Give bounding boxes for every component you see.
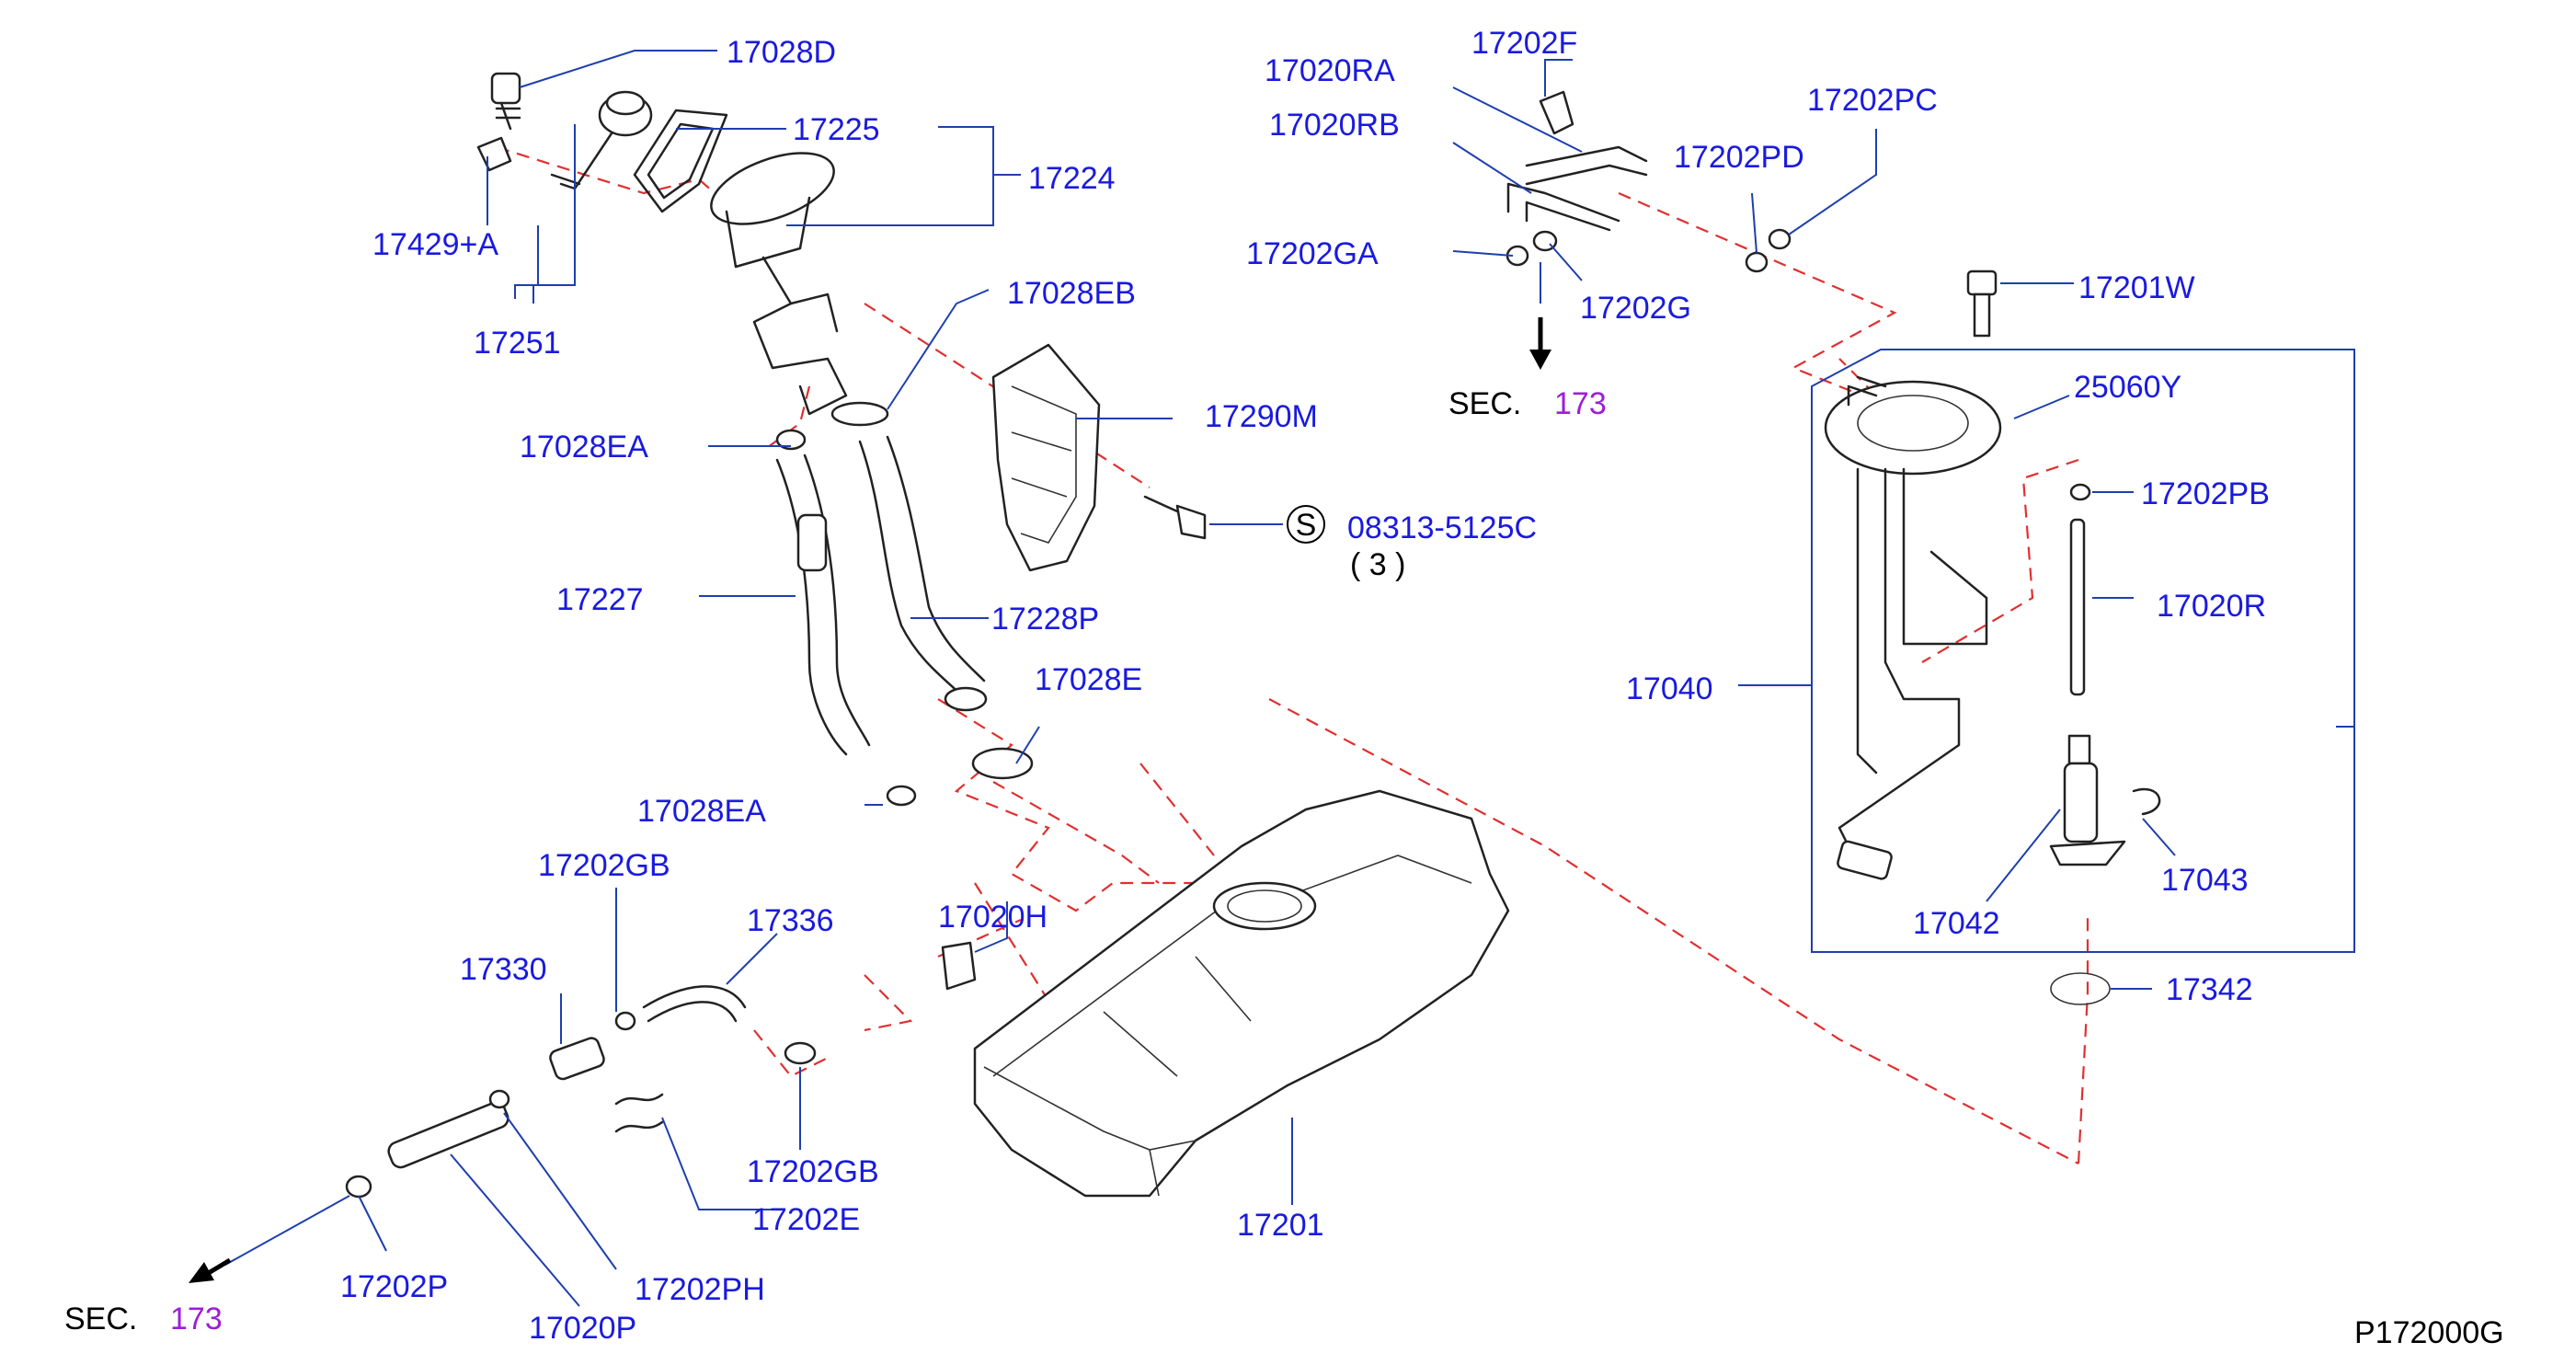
label-17202PH: 17202PH	[635, 1272, 765, 1307]
heat-shield-17290M	[991, 343, 1101, 572]
tube-17020R	[2069, 518, 2086, 696]
standard-part-symbol-circle	[1287, 505, 1325, 544]
hose-17228P	[858, 435, 988, 712]
label-08313-5125C: 08313-5125C	[1347, 510, 1537, 545]
hose-17336	[642, 985, 747, 1023]
clamp-17028E	[971, 747, 1034, 780]
label-17028EB: 17028EB	[1007, 276, 1136, 311]
ring-17043	[2132, 787, 2161, 816]
label-17042: 17042	[1913, 906, 2000, 941]
label-17020R: 17020R	[2157, 589, 2266, 624]
label-25060Y: 25060Y	[2074, 370, 2181, 405]
label-08313-quantity: ( 3 )	[1350, 547, 1405, 582]
part-illustrations	[345, 72, 2355, 1199]
label-17020H: 17020H	[938, 900, 1048, 935]
label-17028D: 17028D	[727, 35, 836, 70]
section-arrows	[189, 317, 1551, 1283]
label-17020P: 17020P	[529, 1311, 636, 1346]
label-17342: 17342	[2166, 972, 2253, 1007]
label-17227: 17227	[556, 582, 644, 617]
label-17202PC: 17202PC	[1807, 83, 1938, 118]
label-17290M: 17290M	[1205, 399, 1318, 434]
clip-17202GB-top	[614, 1011, 636, 1031]
clip-17202PD	[1745, 251, 1769, 273]
label-17202GB-bottom: 17202GB	[747, 1154, 879, 1189]
label-17020RB: 17020RB	[1269, 108, 1400, 143]
label-17202P: 17202P	[340, 1269, 448, 1304]
section-reference-top: SEC. 173	[1448, 386, 1607, 421]
section-number-bottom: 173	[170, 1302, 223, 1336]
drawing-code: P172000G	[2354, 1315, 2504, 1350]
label-17043: 17043	[2161, 863, 2249, 898]
section-reference-bottom: SEC. 173	[64, 1302, 223, 1336]
clamp-17028EA-top	[775, 429, 807, 451]
clip-17202PB	[2069, 483, 2091, 501]
label-17202E: 17202E	[752, 1202, 860, 1237]
part-labels: 17028D 17225 17224 17429+A 17251 17028EB…	[340, 26, 2270, 1346]
clip-17202PH	[488, 1089, 510, 1109]
section-prefix-bottom: SEC.	[64, 1302, 137, 1336]
label-17202G: 17202G	[1580, 291, 1691, 326]
section-prefix-top: SEC.	[1448, 386, 1521, 421]
gasket-17225	[633, 109, 728, 213]
clamp-17028EB	[830, 401, 889, 427]
clamp-17028EA-bottom	[886, 785, 917, 807]
label-17202PB: 17202PB	[2141, 476, 2270, 511]
section-number-top: 173	[1554, 386, 1607, 421]
bolt-17201W	[1966, 270, 1998, 338]
clip-17202P	[345, 1175, 372, 1199]
label-17201W: 17201W	[2078, 270, 2195, 305]
pump-assembly-frame	[1811, 349, 2355, 953]
label-17202PD: 17202PD	[1674, 140, 1804, 175]
filler-neck-17224	[710, 152, 848, 416]
label-17330: 17330	[460, 952, 547, 987]
screw-08313	[1143, 495, 1207, 540]
tube-17020P	[387, 1101, 509, 1169]
pump-unit-17040	[1824, 375, 2002, 880]
hose-17020RA	[1525, 145, 1648, 186]
label-17202GB-top: 17202GB	[538, 848, 670, 883]
label-17251: 17251	[474, 326, 561, 361]
filler-cap-17251	[550, 90, 653, 190]
label-17028EA-top: 17028EA	[520, 430, 648, 465]
clip-17202PC	[1768, 228, 1792, 250]
filler-bolt-17028D	[490, 72, 521, 131]
pump-17042	[2049, 734, 2126, 866]
filler-clip-17429A	[476, 136, 512, 172]
hose-17020RB	[1506, 182, 1620, 232]
label-17224: 17224	[1028, 161, 1116, 196]
hose-17227	[775, 453, 871, 756]
label-17028E: 17028E	[1035, 662, 1142, 697]
label-17201: 17201	[1237, 1208, 1324, 1243]
label-17228P: 17228P	[991, 602, 1099, 637]
clip-17202F	[1539, 90, 1574, 135]
label-17336: 17336	[747, 903, 834, 938]
label-17225: 17225	[793, 112, 880, 147]
fuel-tank-17201	[973, 789, 1510, 1198]
clip-17202GB-bottom	[784, 1041, 817, 1065]
filter-17330	[549, 1037, 605, 1081]
gasket-17342	[2050, 972, 2111, 1005]
leader-lines	[224, 50, 2176, 1307]
standard-part-symbol: S	[1296, 508, 1317, 543]
label-17202F: 17202F	[1471, 26, 1577, 61]
label-17202GA: 17202GA	[1246, 236, 1379, 271]
label-17028EA-bottom: 17028EA	[637, 794, 766, 829]
clip-17020H	[941, 941, 977, 991]
label-17040: 17040	[1626, 671, 1713, 706]
clip-17202E	[614, 1093, 664, 1133]
label-17020RA: 17020RA	[1265, 53, 1395, 88]
label-17429A: 17429+A	[372, 227, 498, 262]
